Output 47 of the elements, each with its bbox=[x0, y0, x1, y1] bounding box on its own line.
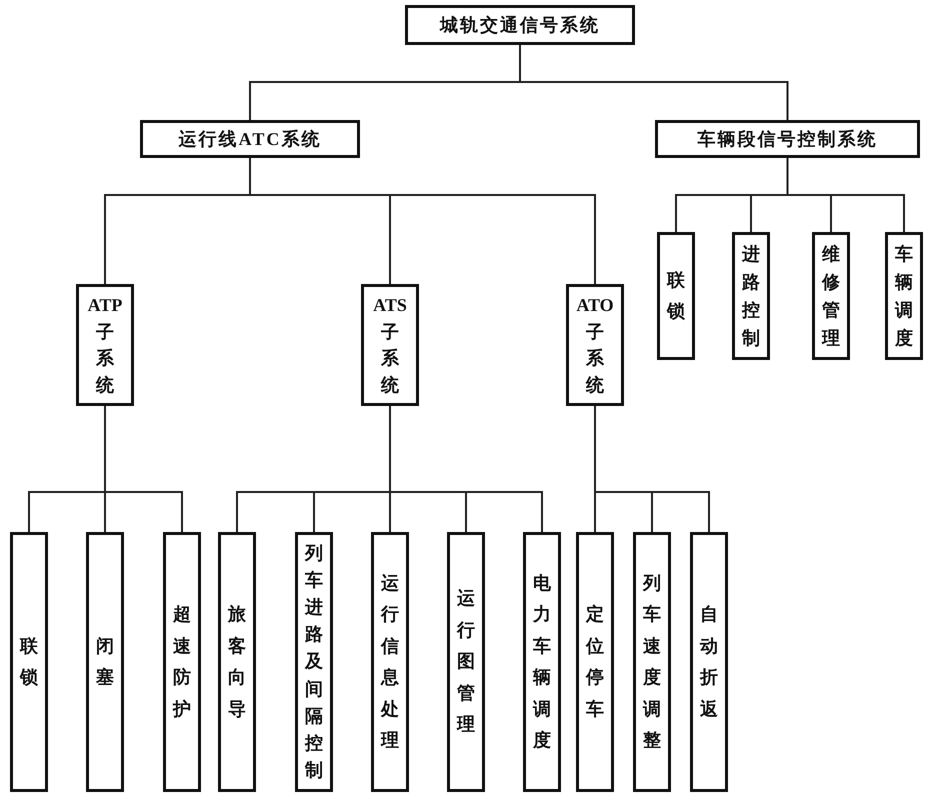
connector-line bbox=[786, 158, 905, 232]
box-label: 运行信息处理 bbox=[381, 572, 399, 752]
box bbox=[812, 232, 850, 360]
box-label: 自动折返 bbox=[700, 603, 718, 720]
box-label: 进路控制 bbox=[742, 243, 760, 350]
box bbox=[371, 532, 409, 792]
box bbox=[76, 284, 134, 406]
box bbox=[140, 120, 360, 158]
box bbox=[295, 532, 333, 792]
box bbox=[163, 532, 201, 792]
box-label: 联锁 bbox=[667, 268, 685, 323]
box-label: 旅客向导 bbox=[228, 603, 246, 720]
box-label: 运行线ATC系统 bbox=[178, 128, 322, 151]
box bbox=[690, 532, 728, 792]
box-label: 电力车辆调度 bbox=[533, 572, 551, 752]
box bbox=[576, 532, 614, 792]
connector-line bbox=[519, 45, 788, 120]
box-label: 超速防护 bbox=[173, 603, 191, 720]
box bbox=[86, 532, 124, 792]
connector-line bbox=[594, 406, 710, 532]
box-label: 城轨交通信号系统 bbox=[440, 14, 600, 37]
box-label: ATP子系统 bbox=[88, 294, 122, 396]
box bbox=[657, 232, 695, 360]
box-label: 列车速度调整 bbox=[643, 572, 661, 752]
box-label: ATO子系统 bbox=[576, 294, 614, 396]
box bbox=[732, 232, 770, 360]
box-label: 闭塞 bbox=[96, 634, 114, 689]
box-label: 运行图管理 bbox=[457, 587, 475, 736]
box bbox=[361, 284, 419, 406]
box bbox=[10, 532, 48, 792]
box-label: 定位停车 bbox=[586, 603, 604, 720]
box bbox=[447, 532, 485, 792]
box bbox=[566, 284, 624, 406]
box-label: 维修管理 bbox=[822, 243, 840, 350]
connector-line bbox=[104, 406, 183, 532]
box-label: 车辆段信号控制系统 bbox=[698, 128, 878, 151]
box-label: 联锁 bbox=[20, 634, 38, 689]
box bbox=[523, 532, 561, 792]
box bbox=[218, 532, 256, 792]
box bbox=[405, 5, 635, 45]
box bbox=[885, 232, 923, 360]
box-label: 列车进路及间隔控制 bbox=[305, 542, 323, 782]
box-label: ATS子系统 bbox=[373, 294, 407, 396]
connector-line bbox=[389, 406, 543, 532]
box-label: 车辆调度 bbox=[895, 243, 913, 350]
box bbox=[655, 120, 920, 158]
box bbox=[633, 532, 671, 792]
